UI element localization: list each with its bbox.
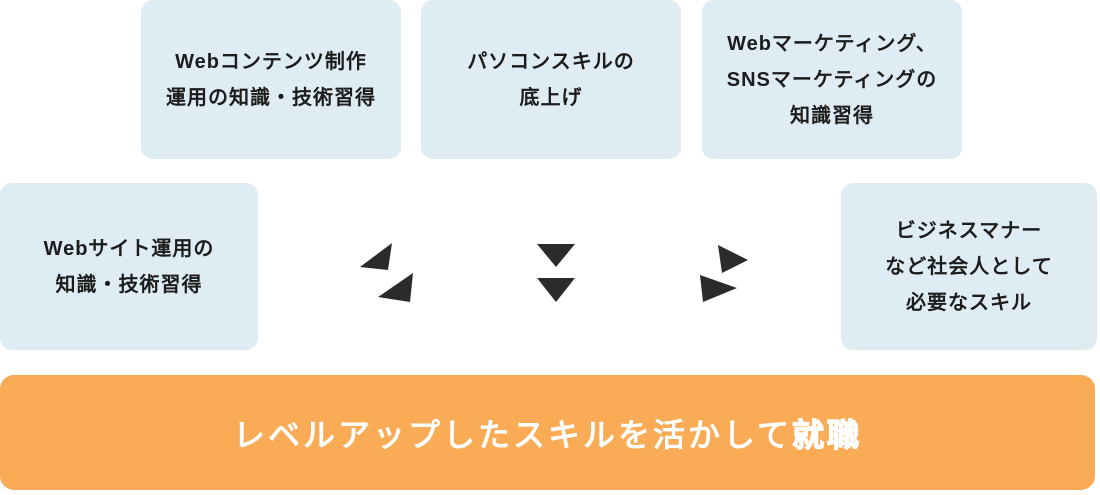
banner-text-emphasis: 就職 bbox=[791, 416, 863, 453]
arrow-down-left-icon bbox=[360, 243, 413, 302]
skill-box-marketing: Webマーケティング、 SNSマーケティングの 知識習得 bbox=[702, 0, 962, 159]
skill-box-label: パソコンスキルの 底上げ bbox=[467, 50, 635, 109]
result-banner: レベルアップしたスキルを活かして就職 bbox=[0, 375, 1095, 490]
skill-box-label: Webマーケティング、 SNSマーケティングの 知識習得 bbox=[726, 32, 938, 127]
skill-box-label: ビジネスマナー など社会人として 必要なスキル bbox=[885, 219, 1053, 314]
skill-box-label: Webコンテンツ制作 運用の知識・技術習得 bbox=[166, 50, 376, 109]
arrow-down-icon bbox=[537, 244, 575, 302]
banner-text: レベルアップしたスキルを活かして bbox=[232, 416, 793, 453]
skill-box-business-manner: ビジネスマナー など社会人として 必要なスキル bbox=[841, 183, 1097, 350]
arrow-down-right-icon bbox=[700, 245, 748, 302]
skill-box-label: Webサイト運用の 知識・技術習得 bbox=[43, 237, 215, 296]
skill-box-website-operation: Webサイト運用の 知識・技術習得 bbox=[0, 183, 258, 350]
skill-box-web-content: Webコンテンツ制作 運用の知識・技術習得 bbox=[141, 0, 401, 159]
skill-box-pc-skills: パソコンスキルの 底上げ bbox=[421, 0, 681, 159]
